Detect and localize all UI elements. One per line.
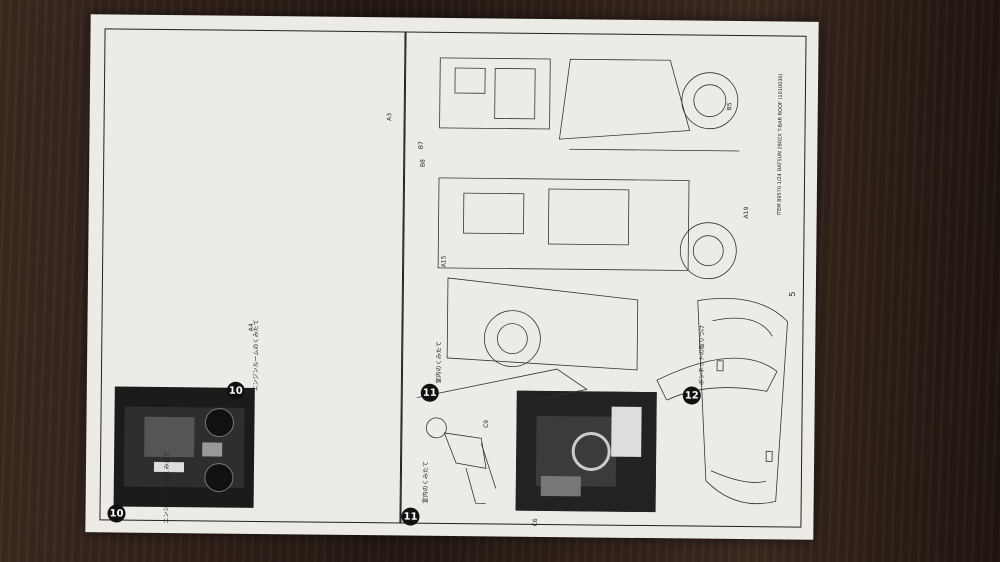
step-number-10a: 10 [107,504,126,523]
part-label-c6: C6 [531,518,539,527]
part-label-c9: C9 [482,419,491,428]
page-number: 5 [787,291,797,297]
part-label-b5: B5 [726,102,734,111]
part-label-a4: A4 [247,323,255,332]
step-title-interior: 室内のくみたて [435,341,443,384]
part-label-a3: A3 [386,112,394,121]
step-number-11b: 11 [420,383,439,402]
part-label-b7: B7 [417,141,425,150]
step-number-11a: 11 [401,507,420,526]
step-title-bonnet: ボンネットの取りつけ [698,325,706,386]
step-title-interior-photo: 室内のくみたて [422,461,430,504]
instruction-sheet: 10 10 11 11 12 エンジンルームのくみたて エンジンルームのくみたて… [85,14,819,540]
cockpit-photo [515,390,657,513]
engine-photo-illustration [123,406,245,493]
part-label-c7: C7 [533,406,541,415]
engine-photo [113,386,255,508]
part-label-a19: A19 [743,206,751,219]
assembly-diagram [415,57,778,402]
step-number-10b: 10 [226,381,245,400]
part-label-a15: A15 [440,255,448,268]
bonnet-diagram [697,298,788,505]
step-title-engine-room-photo: エンジンルームのくみたて [162,451,171,524]
cockpit-photo-illustration [515,390,657,513]
driver-figure-diagram [426,417,497,504]
part-label-b8: B8 [419,159,427,168]
step-number-12: 12 [682,386,701,405]
